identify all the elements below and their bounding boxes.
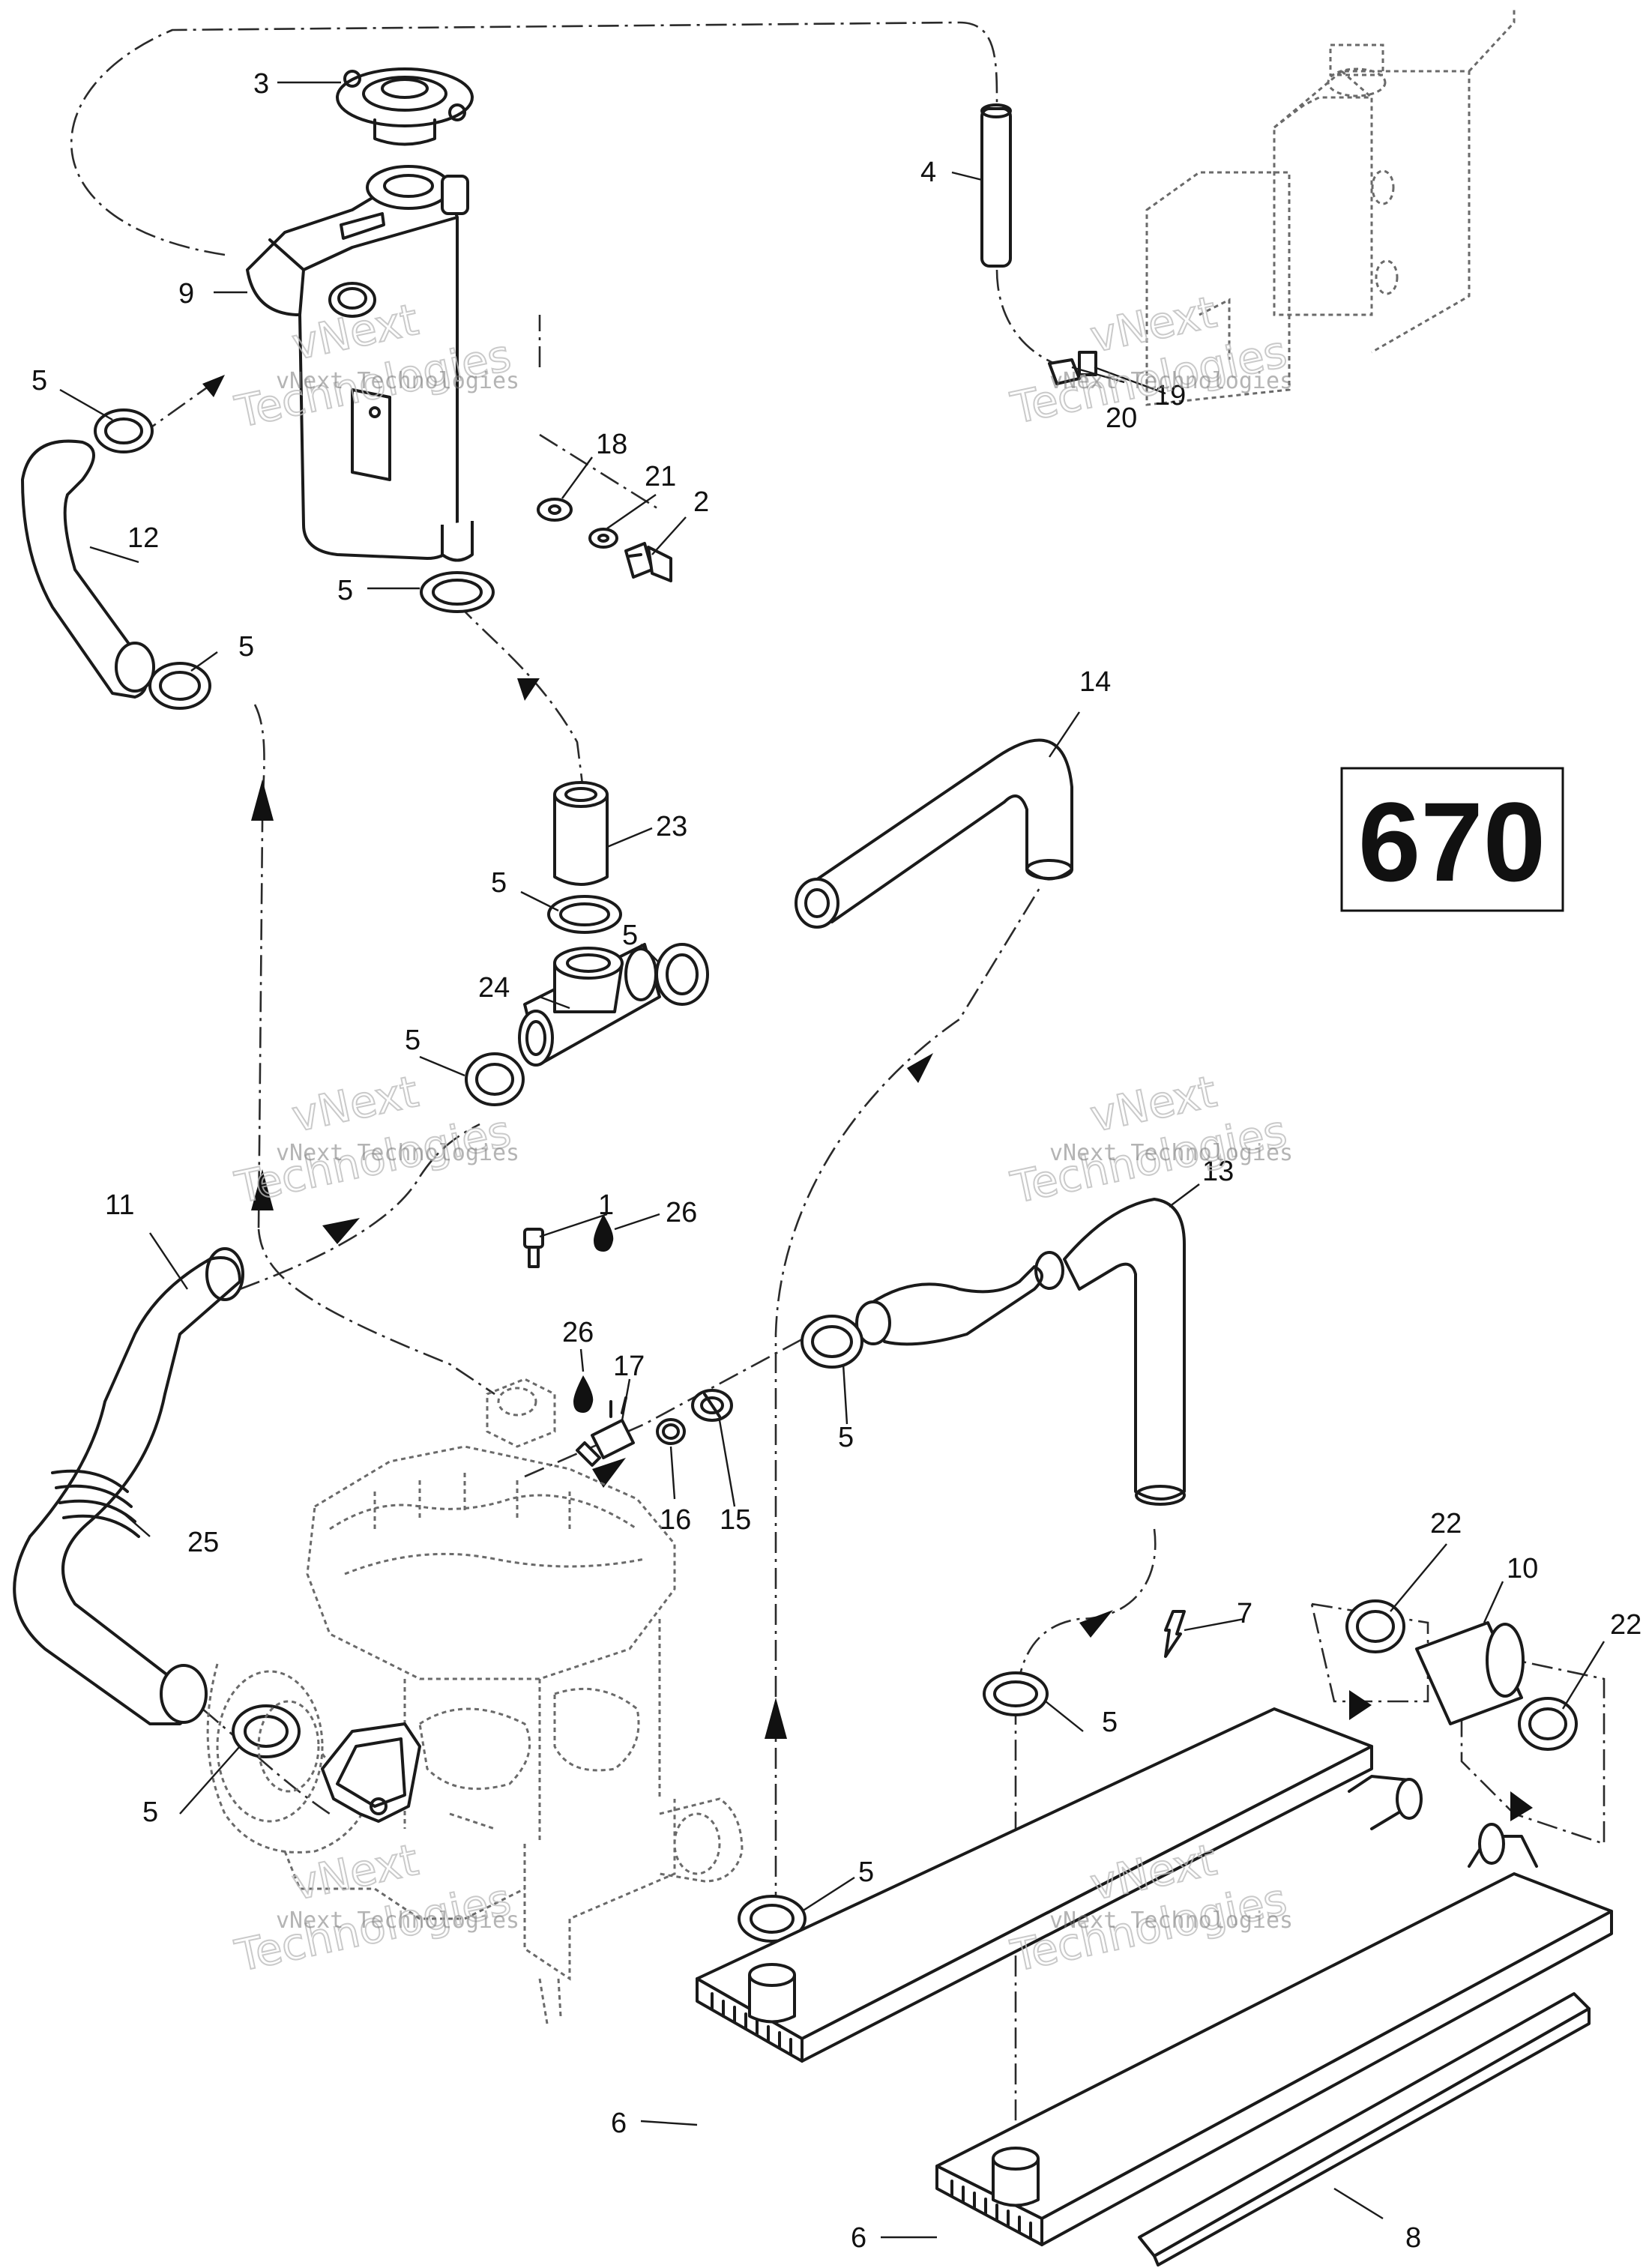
callout-23: 23 xyxy=(656,811,687,842)
callout-22: 22 xyxy=(1430,1508,1462,1539)
callout-5: 5 xyxy=(238,631,254,663)
callout-6: 6 xyxy=(851,2222,866,2254)
callout-4: 4 xyxy=(920,157,936,188)
model-badge-text: 670 xyxy=(1358,779,1546,905)
radiator-protector-strip xyxy=(1138,1992,1591,2267)
callout-11: 11 xyxy=(105,1189,134,1221)
callout-5: 5 xyxy=(622,920,638,951)
oil-tank-outline xyxy=(1145,7,1516,406)
callout-18: 18 xyxy=(596,429,627,460)
callout-14: 14 xyxy=(1079,666,1111,698)
outlet-gasket xyxy=(321,1722,421,1823)
model-badge: 670 xyxy=(1340,767,1564,912)
coolant-reservoir xyxy=(246,165,474,562)
callout-6: 6 xyxy=(611,2108,627,2139)
radiator-lower xyxy=(935,1823,1613,2246)
corrugated-section xyxy=(51,1469,140,1538)
flow-arrows xyxy=(202,375,1533,2174)
callout-5: 5 xyxy=(31,365,47,396)
watermark-text: vNext Technologies xyxy=(1049,368,1293,394)
temperature-sensor xyxy=(576,1396,635,1467)
callout-1: 1 xyxy=(598,1189,614,1221)
callout-26: 26 xyxy=(666,1197,697,1228)
rivet xyxy=(1164,1610,1186,1658)
sealant-drop-icon xyxy=(573,1214,614,1413)
bleeder-screw xyxy=(523,1228,544,1268)
callout-5: 5 xyxy=(142,1797,158,1828)
watermark-text: vNext Technologies xyxy=(276,1907,519,1934)
leader-lines xyxy=(59,81,1606,2239)
watermark-text: vNext Technologies xyxy=(276,1140,519,1166)
callout-5: 5 xyxy=(1102,1707,1118,1738)
watermark-text: vNext Technologies xyxy=(1049,1907,1293,1934)
callout-3: 3 xyxy=(253,68,269,100)
reservoir-hose xyxy=(21,439,155,699)
pressure-cap xyxy=(336,67,474,146)
engine-outlet-hose xyxy=(13,1247,244,1725)
o-ring xyxy=(656,1418,686,1445)
radiator-hose xyxy=(855,1198,1186,1506)
return-hose xyxy=(795,738,1073,929)
callout-12: 12 xyxy=(127,522,159,554)
callout-15: 15 xyxy=(720,1504,751,1536)
callout-22: 22 xyxy=(1610,1609,1642,1641)
vent-hose xyxy=(980,103,1012,268)
callout-5: 5 xyxy=(337,575,353,606)
callout-7: 7 xyxy=(1237,1598,1252,1629)
watermark-bottom-left: vNext Technologies vNext Technologies xyxy=(230,1833,519,1982)
watermark-text: vNext Technologies xyxy=(1049,1140,1293,1166)
radiator-upper xyxy=(696,1707,1423,2063)
callout-25: 25 xyxy=(187,1527,219,1558)
callout-5: 5 xyxy=(858,1857,874,1888)
tee-fitting xyxy=(518,943,661,1067)
watermark-text: vNext Technologies xyxy=(276,368,519,394)
callout-20: 20 xyxy=(1106,402,1137,434)
thermostat xyxy=(691,1389,733,1422)
mounting-hardware xyxy=(537,498,672,582)
short-hose-sleeve xyxy=(553,781,609,886)
callout-5: 5 xyxy=(405,1025,420,1056)
callout-9: 9 xyxy=(178,278,194,310)
callout-21: 21 xyxy=(645,461,676,492)
callout-13: 13 xyxy=(1202,1156,1234,1187)
watermark-mid-right: vNext Technologies vNext Technologies xyxy=(1006,1065,1293,1214)
callout-5: 5 xyxy=(838,1422,854,1453)
callout-19: 19 xyxy=(1154,380,1186,411)
callout-26: 26 xyxy=(562,1317,594,1348)
callout-17: 17 xyxy=(613,1351,645,1382)
thermostat-housing-outline xyxy=(486,1378,556,1448)
radiator-connector xyxy=(1415,1621,1525,1725)
callout-5: 5 xyxy=(491,867,507,899)
callout-8: 8 xyxy=(1405,2222,1421,2254)
callout-16: 16 xyxy=(660,1504,691,1536)
callout-2: 2 xyxy=(693,486,709,518)
callout-24: 24 xyxy=(478,972,510,1004)
callout-10: 10 xyxy=(1507,1553,1538,1584)
hose-clamps xyxy=(94,408,1578,1943)
callout-labels: 3 4 9 5 12 5 5 18 21 2 19 20 14 23 5 5 2… xyxy=(31,68,1642,2254)
